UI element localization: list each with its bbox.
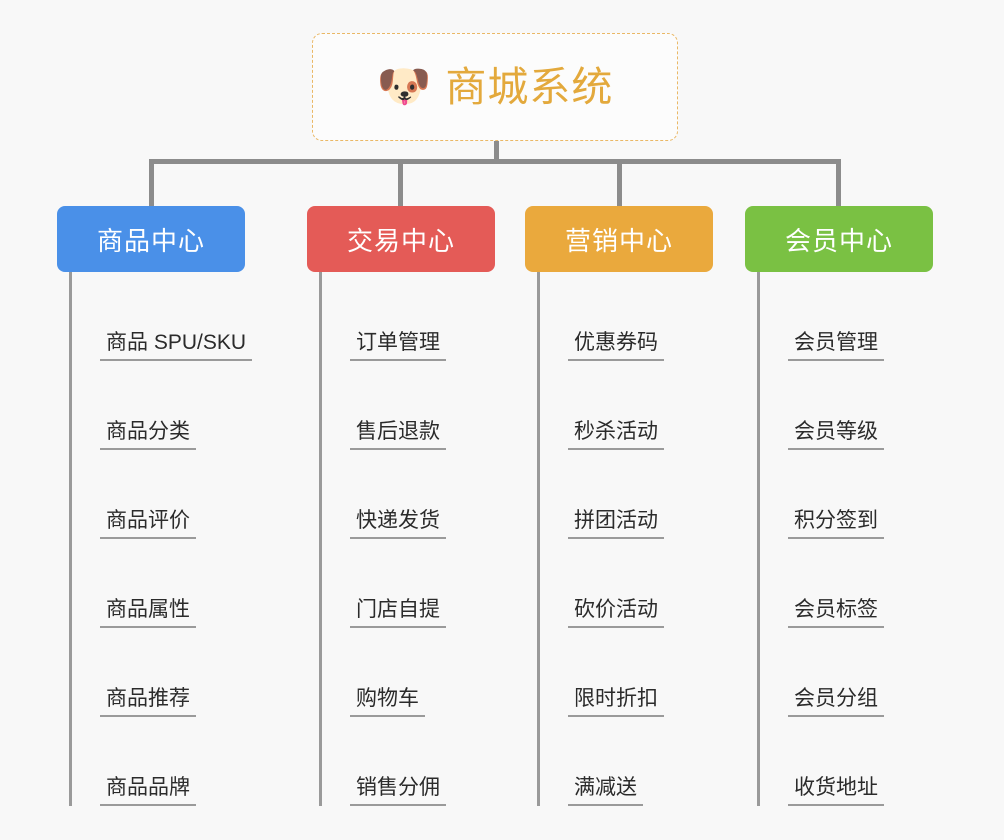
list-item[interactable]: 会员标签 xyxy=(760,539,933,628)
connector-horizontal-bus xyxy=(149,159,841,164)
branch-header-label: 交易中心 xyxy=(346,225,455,256)
list-item-label: 商品推荐 xyxy=(100,687,196,717)
list-item-label: 拼团活动 xyxy=(568,509,664,539)
list-item-label: 门店自提 xyxy=(350,598,446,628)
list-item[interactable]: 砍价活动 xyxy=(540,539,713,628)
branch-items-product-center: 商品 SPU/SKU 商品分类 商品评价 商品属性 商品推荐 商品品牌 xyxy=(69,272,253,806)
list-item-label: 会员管理 xyxy=(788,331,884,361)
list-item[interactable]: 会员管理 xyxy=(760,272,933,361)
list-item-label: 商品分类 xyxy=(100,420,196,450)
branch-header-member-center[interactable]: 会员中心 xyxy=(745,206,933,272)
list-item[interactable]: 售后退款 xyxy=(322,361,495,450)
branch-header-product-center[interactable]: 商品中心 xyxy=(57,206,245,272)
list-item-label: 优惠券码 xyxy=(568,331,664,361)
list-item[interactable]: 限时折扣 xyxy=(540,628,713,717)
list-item[interactable]: 商品分类 xyxy=(72,361,245,450)
branch-header-trade-center[interactable]: 交易中心 xyxy=(307,206,495,272)
list-item-label: 快递发货 xyxy=(350,509,446,539)
branch-items-trade-center: 订单管理 售后退款 快递发货 门店自提 购物车 销售分佣 xyxy=(319,272,495,806)
list-item-label: 积分签到 xyxy=(788,509,884,539)
connector-drop-marketing-center xyxy=(617,159,622,206)
list-item-label: 会员标签 xyxy=(788,598,884,628)
shiba-dog-face-icon: 🐶 xyxy=(376,62,432,111)
connector-drop-trade-center xyxy=(398,159,403,206)
list-item-label: 砍价活动 xyxy=(568,598,664,628)
list-item[interactable]: 订单管理 xyxy=(322,272,495,361)
list-item-label: 满减送 xyxy=(568,776,643,806)
list-item-label: 秒杀活动 xyxy=(568,420,664,450)
list-item[interactable]: 优惠券码 xyxy=(540,272,713,361)
branch-header-label: 营销中心 xyxy=(564,225,673,256)
list-item[interactable]: 商品推荐 xyxy=(72,628,245,717)
branch-header-marketing-center[interactable]: 营销中心 xyxy=(525,206,713,272)
list-item-label: 售后退款 xyxy=(350,420,446,450)
branch-trade-center: 交易中心 订单管理 售后退款 快递发货 门店自提 购物车 销售分佣 xyxy=(307,206,495,806)
list-item[interactable]: 积分签到 xyxy=(760,450,933,539)
list-item[interactable]: 商品品牌 xyxy=(72,717,245,806)
connector-drop-product-center xyxy=(149,159,154,206)
list-item[interactable]: 收货地址 xyxy=(760,717,933,806)
list-item-label: 会员分组 xyxy=(788,687,884,717)
list-item[interactable]: 商品 SPU/SKU xyxy=(72,272,253,361)
list-item-label: 购物车 xyxy=(350,687,425,717)
list-item-label: 商品 SPU/SKU xyxy=(100,331,253,361)
branch-marketing-center: 营销中心 优惠券码 秒杀活动 拼团活动 砍价活动 限时折扣 满减送 xyxy=(525,206,713,806)
list-item[interactable]: 秒杀活动 xyxy=(540,361,713,450)
list-item-label: 销售分佣 xyxy=(350,776,446,806)
list-item-label: 商品品牌 xyxy=(100,776,196,806)
connector-drop-member-center xyxy=(836,159,841,206)
branch-header-label: 商品中心 xyxy=(96,225,205,256)
root-node[interactable]: 🐶 商城系统 xyxy=(312,33,678,141)
connector-root-stem xyxy=(494,141,499,162)
list-item[interactable]: 拼团活动 xyxy=(540,450,713,539)
list-item[interactable]: 快递发货 xyxy=(322,450,495,539)
list-item[interactable]: 满减送 xyxy=(540,717,713,806)
branch-member-center: 会员中心 会员管理 会员等级 积分签到 会员标签 会员分组 收货地址 xyxy=(745,206,933,806)
branch-header-label: 会员中心 xyxy=(784,225,893,256)
list-item-label: 会员等级 xyxy=(788,420,884,450)
list-item-label: 商品属性 xyxy=(100,598,196,628)
list-item-label: 限时折扣 xyxy=(568,687,664,717)
list-item-label: 商品评价 xyxy=(100,509,196,539)
list-item-label: 订单管理 xyxy=(350,331,446,361)
list-item[interactable]: 会员等级 xyxy=(760,361,933,450)
root-title: 商城系统 xyxy=(445,63,614,110)
list-item[interactable]: 销售分佣 xyxy=(322,717,495,806)
list-item[interactable]: 门店自提 xyxy=(322,539,495,628)
list-item-label: 收货地址 xyxy=(788,776,884,806)
list-item[interactable]: 会员分组 xyxy=(760,628,933,717)
branch-product-center: 商品中心 商品 SPU/SKU 商品分类 商品评价 商品属性 商品推荐 商品品牌 xyxy=(57,206,253,806)
list-item[interactable]: 商品属性 xyxy=(72,539,245,628)
branch-items-member-center: 会员管理 会员等级 积分签到 会员标签 会员分组 收货地址 xyxy=(757,272,933,806)
branch-items-marketing-center: 优惠券码 秒杀活动 拼团活动 砍价活动 限时折扣 满减送 xyxy=(537,272,713,806)
list-item[interactable]: 商品评价 xyxy=(72,450,245,539)
list-item[interactable]: 购物车 xyxy=(322,628,495,717)
